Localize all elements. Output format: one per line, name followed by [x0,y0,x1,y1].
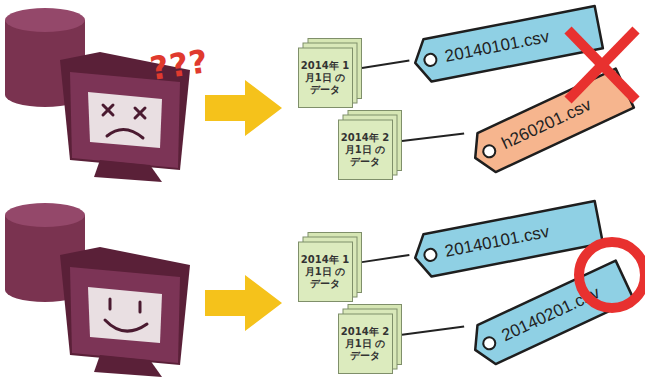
yellow-arrow [205,275,282,331]
document-caption: 2014年 1月1日 のデータ [298,48,352,108]
monitor-stand [94,355,162,377]
file-name: 20140101.csv [441,14,554,79]
document-stack: 2014年 2月1日 のデータ [338,304,402,374]
monitor-front [70,267,180,363]
tag-hole [481,143,497,159]
tag-string [362,60,409,67]
tag-body [466,261,634,370]
document-stack: 2014年 1月1日 のデータ [298,232,362,302]
tag-string [362,255,409,262]
cross-stroke [568,30,636,100]
document-caption: 2014年 1月1日 のデータ [298,242,352,302]
tag-hole [481,335,497,351]
file-name: h260201.csv [493,83,600,165]
document-caption: 2014年 2月1日 のデータ [338,314,392,374]
tag-body [411,201,603,279]
page [299,242,353,302]
tag-hole [423,53,437,67]
file-tag: 20140101.csv [409,4,604,85]
monitor-back [60,247,190,365]
database-top [5,203,85,227]
yellow-arrow [205,80,282,136]
sad-face [103,105,145,138]
tag-body [411,6,603,84]
tag-hole [423,248,437,262]
question-marks: ??? [148,42,211,88]
monitor-screen [88,92,162,148]
tag-body [466,69,634,178]
tag-string [402,133,464,141]
document-caption: 2014年 2月1日 のデータ [338,120,392,180]
page [299,48,353,108]
happy-computer-row [5,203,282,377]
monitor-stand [94,160,162,182]
document-stack: 2014年 2月1日 のデータ [338,110,402,180]
correct-mark [579,242,645,308]
monitor-screen [88,287,162,343]
database-top [5,8,85,32]
cross-stroke [568,30,636,100]
page [339,120,393,180]
document-stack: 2014年 1月1日 のデータ [298,38,362,108]
file-name: 20140101.csv [441,209,554,274]
happy-face [105,299,147,331]
file-name: 20140201.csv [493,271,608,357]
file-tag: 20140201.csv [464,259,636,372]
file-tag: h260201.csv [464,67,636,180]
sad-computer-row [5,8,282,182]
tag-string [402,326,464,334]
page [339,314,393,374]
wrong-mark [568,30,636,100]
